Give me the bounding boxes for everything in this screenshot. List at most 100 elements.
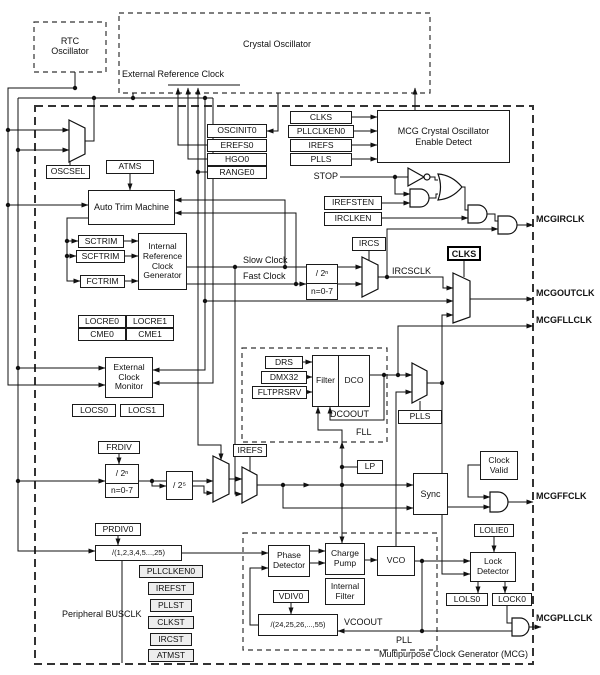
phase-detector-box: Phase Detector [268, 545, 310, 577]
pll-ref-divider-box: /(1,2,3,4,5...,25) [95, 545, 182, 561]
lols0-box: LOLS0 [446, 593, 488, 606]
irefs-select-box: IREFS [233, 444, 267, 457]
mcgpllclk-label: MCGPLLCLK [536, 613, 593, 623]
dcoout-label: DCOOUT [330, 409, 369, 419]
pllclken0-config-box: PLLCLKEN0 [288, 125, 354, 138]
pll-fb-divider-box: /(24,25,26,...,55) [258, 614, 338, 636]
mcgffclk-and-gate [489, 491, 509, 513]
plls-mux [411, 362, 428, 404]
fltprsrv-box: FLTPRSRV [252, 386, 307, 399]
prdiv0-box: PRDIV0 [95, 523, 141, 536]
mcgirclk-label: MCGIRCLK [536, 214, 585, 224]
internal-filter-box: Internal Filter [325, 578, 365, 605]
range-divider-mux [212, 455, 230, 503]
dco-box: DCO [338, 355, 370, 407]
dmx32-box: DMX32 [261, 371, 307, 384]
vdiv0-box: VDIV0 [273, 590, 309, 603]
clks-config-box: CLKS [290, 111, 352, 124]
crystal-oscillator-label: Crystal Oscillator [242, 39, 311, 49]
irclken-box: IRCLKEN [324, 212, 382, 226]
oscsel-box: OSCSEL [46, 165, 90, 179]
fll-outline [241, 347, 388, 443]
inverter-bubble [423, 173, 431, 181]
clks-output-mux [452, 272, 471, 324]
rtc-oscillator-outline [33, 21, 107, 73]
lock0-box: LOCK0 [492, 593, 532, 606]
mcg-title-label: Multipurpose Clock Generator (MCG) [378, 649, 528, 659]
internal-reference-clock-generator-box: Internal Reference Clock Generator [138, 233, 187, 290]
peripheral-busclk-label: Peripheral BUSCLK [62, 609, 142, 619]
clock-valid-box: Clock Valid [480, 451, 518, 480]
rtc-oscillator-label: RTC Oscillator [51, 36, 89, 57]
mcgoutclk-label: MCGOUTCLK [536, 288, 595, 298]
irclken-and-gate [467, 204, 488, 224]
fll-divider-range-box: n=0-7 [105, 483, 139, 498]
range0-box: RANGE0 [207, 166, 267, 179]
wiring [7, 72, 542, 663]
irc-divider-range-box: n=0-7 [306, 283, 338, 300]
charge-pump-box: Charge Pump [325, 543, 365, 575]
pll-outline [242, 532, 438, 651]
stop-label: STOP [313, 171, 338, 181]
locre0-box: LOCRE0 [78, 315, 126, 328]
slow-clock-label: Slow Clock [243, 255, 288, 265]
scftrim-box: SCFTRIM [76, 250, 125, 263]
junction-dots [5, 85, 445, 634]
ircst-box: IRCST [150, 633, 192, 646]
clks-select-box: CLKS [447, 246, 481, 261]
external-reference-clock-label: External Reference Clock [122, 69, 225, 79]
external-clock-monitor-box: External Clock Monitor [105, 357, 153, 398]
irefs-mux [241, 466, 258, 504]
pllclken0-status-box: PLLCLKEN0 [139, 565, 203, 578]
mcgffclk-label: MCGFFCLK [536, 491, 587, 501]
drs-box: DRS [265, 356, 303, 369]
irefst-box: IREFST [148, 582, 194, 595]
crystal-oscillator-outline [118, 12, 431, 94]
frdiv-box: FRDIV [98, 441, 140, 454]
plls-config-box: PLLS [290, 153, 352, 166]
lolie0-box: LOLIE0 [474, 524, 514, 537]
mcgirclk-and-gate [497, 215, 518, 235]
lock-detector-box: Lock Detector [470, 552, 516, 582]
fll-label: FLL [356, 427, 372, 437]
irc-divider-box: / 2ⁿ [306, 264, 338, 284]
fll-divider-box: / 2ⁿ [105, 464, 139, 484]
pll-label: PLL [396, 635, 413, 645]
locs0-box: LOCS0 [72, 404, 116, 417]
or-gate [437, 173, 463, 201]
sync-box: Sync [413, 473, 448, 515]
hgo0-box: HGO0 [207, 153, 267, 166]
ircs-box: IRCS [352, 237, 386, 251]
clkst-box: CLKST [148, 616, 194, 629]
stop-inverter [407, 166, 426, 188]
fctrim-box: FCTRIM [80, 275, 125, 288]
irefs-config-box: IREFS [290, 139, 352, 152]
erefs0-box: EREFS0 [207, 139, 267, 152]
cme0-box: CME0 [78, 328, 126, 341]
oscillator-select-mux [68, 119, 86, 163]
lp-box: LP [357, 460, 383, 474]
sctrim-box: SCTRIM [78, 235, 124, 248]
auto-trim-machine-box: Auto Trim Machine [88, 190, 175, 225]
locs1-box: LOCS1 [120, 404, 164, 417]
irefsten-and-gate [409, 188, 430, 208]
mcg-crystal-osc-enable-detect-box: MCG Crystal Oscillator Enable Detect [377, 110, 510, 163]
mcgfllclk-label: MCGFLLCLK [536, 315, 592, 325]
ircsclk-label: IRCSCLK [392, 266, 432, 276]
fll-divider32-box: / 2⁵ [166, 471, 193, 500]
fast-clock-label: Fast Clock [243, 271, 286, 281]
mcgpllclk-and-gate [511, 617, 530, 637]
vcoout-label: VCOOUT [344, 617, 383, 627]
pllst-box: PLLST [150, 599, 192, 612]
oscinit0-box: OSCINIT0 [207, 124, 267, 138]
ircs-mux [361, 256, 379, 298]
irefsten-box: IREFSTEN [324, 196, 382, 210]
locre1-box: LOCRE1 [126, 315, 174, 328]
atmst-box: ATMST [148, 649, 194, 662]
plls-select-box: PLLS [398, 410, 442, 424]
atms-box: ATMS [106, 160, 154, 174]
cme1-box: CME1 [126, 328, 174, 341]
vco-box: VCO [377, 546, 415, 576]
